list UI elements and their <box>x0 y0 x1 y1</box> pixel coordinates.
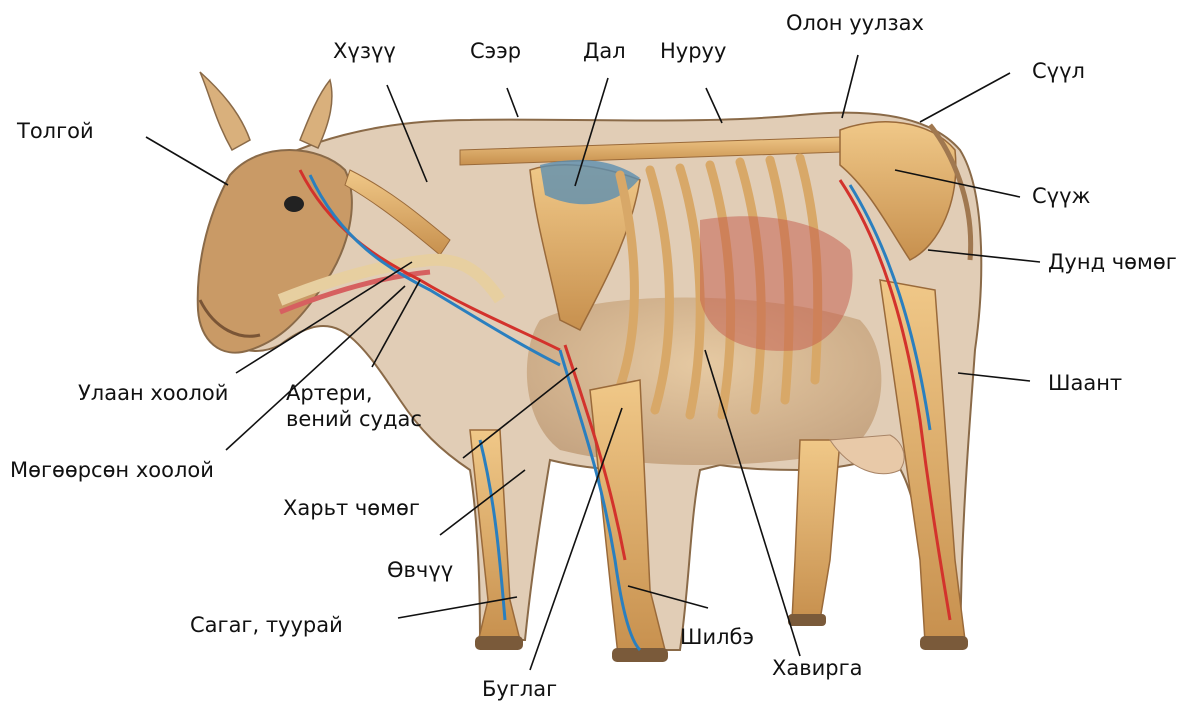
label-suuj: Сүүж <box>1032 183 1090 209</box>
eye-icon <box>284 196 304 212</box>
label-kharit-chomog: Харьт чөмөг <box>283 495 420 521</box>
label-khavirga: Хавирга <box>772 655 863 681</box>
right-horn-icon <box>300 80 332 148</box>
label-ulaan-khooloi: Улаан хоолой <box>78 380 228 406</box>
organs <box>700 216 853 351</box>
label-suul: Сүүл <box>1032 58 1085 84</box>
label-arteri: Артери, вений судас <box>286 380 422 432</box>
label-shilbe: Шилбэ <box>680 624 754 650</box>
label-dal: Дал <box>583 38 626 64</box>
label-tolgoi: Толгой <box>17 118 94 144</box>
label-dund-chomog: Дунд чөмөг <box>1048 249 1177 275</box>
left-horn-icon <box>200 72 250 150</box>
label-khuzuu: Хүзүү <box>333 38 396 64</box>
label-nuruu: Нуруу <box>660 38 726 64</box>
label-shaant: Шаант <box>1048 370 1122 396</box>
udder <box>830 435 904 474</box>
label-seer: Сээр <box>470 38 521 64</box>
label-olon-uulzakh: Олон уулзах <box>786 10 924 36</box>
label-sagag: Сагаг, туурай <box>190 612 343 638</box>
label-mogoorson-khooloi: Мөгөөрсөн хоолой <box>10 457 214 483</box>
label-ovchuu: Өвчүү <box>387 557 453 583</box>
label-buglag: Буглаг <box>482 676 557 702</box>
